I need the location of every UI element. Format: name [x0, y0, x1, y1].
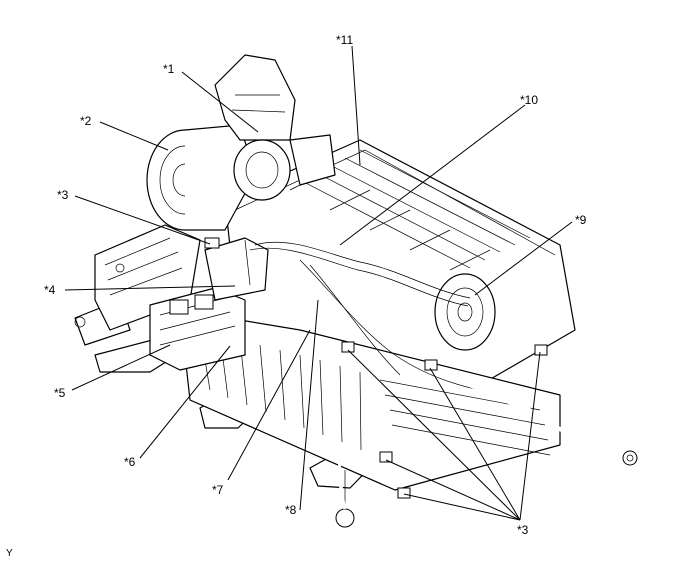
callout-3-top: *3 — [57, 188, 69, 202]
leader-lines — [64, 45, 573, 521]
leader-3-bottom-a — [347, 349, 521, 521]
leader-8 — [299, 299, 319, 511]
callout-8: *8 — [285, 503, 297, 517]
leader-11 — [351, 45, 361, 166]
leader-3-bottom-e — [519, 351, 541, 521]
connector-c — [397, 487, 411, 499]
connector-b — [379, 451, 393, 463]
leader-3-top — [74, 195, 211, 245]
leader-7 — [227, 329, 311, 481]
callout-6: *6 — [124, 455, 136, 469]
wire-harness — [249, 241, 638, 510]
callout-3-bottom: *3 — [517, 523, 529, 537]
front-battery-modules — [179, 309, 561, 491]
leader-3-bottom-b — [385, 459, 521, 521]
blower-fan — [146, 124, 256, 231]
connector-top — [204, 237, 220, 249]
callout-4: *4 — [44, 283, 56, 297]
upper-duct — [214, 54, 336, 201]
leader-10 — [339, 104, 526, 246]
leader-3-bottom-d — [429, 367, 521, 521]
callout-10: *10 — [520, 93, 538, 107]
connectors — [204, 237, 548, 499]
callout-11: *11 — [336, 33, 353, 47]
leader-5 — [71, 344, 171, 391]
assembly-illustration — [74, 54, 638, 528]
callout-7: *7 — [212, 483, 224, 497]
callout-2: *2 — [80, 114, 92, 128]
callout-labels: *1 *2 *3 *4 *5 *6 *7 *8 *9 *10 *11 *3 Y — [6, 33, 587, 559]
leader-6 — [139, 345, 231, 459]
connector-a — [341, 341, 355, 353]
leader-2 — [99, 121, 169, 151]
corner-mark: Y — [6, 548, 13, 559]
callout-9: *9 — [575, 213, 587, 227]
leader-1 — [181, 71, 259, 133]
junction-block — [149, 237, 269, 371]
callout-1: *1 — [163, 62, 175, 76]
leader-9 — [474, 221, 573, 296]
connector-d — [424, 359, 438, 371]
leader-4 — [64, 285, 236, 291]
callout-5: *5 — [54, 386, 66, 400]
rear-fan — [434, 273, 496, 351]
leader-3-bottom-c — [403, 493, 521, 521]
connector-e — [534, 344, 548, 356]
